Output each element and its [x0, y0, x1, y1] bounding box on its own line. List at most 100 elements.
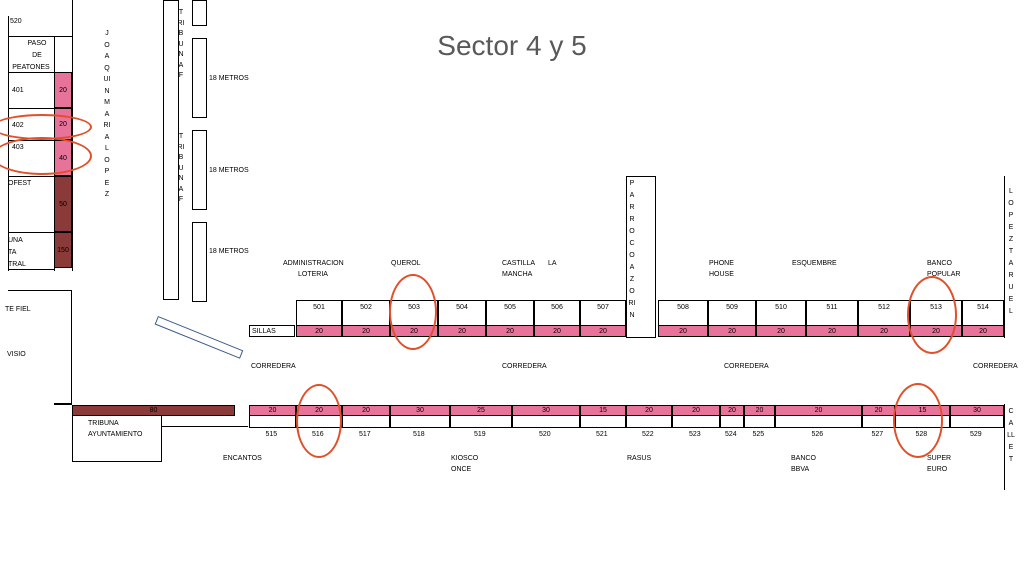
- label-kiosco: KIOSCO: [451, 455, 479, 462]
- stall-spacer: [342, 314, 390, 325]
- stall-value-una: 150: [54, 232, 72, 268]
- highlight-ring: [296, 384, 342, 458]
- corredera-label: CORREDERA: [973, 363, 1018, 370]
- stall-code-cell: 512: [858, 300, 910, 314]
- calle-label: CALLE T: [1007, 408, 1015, 463]
- tribuna-block: [192, 0, 207, 26]
- stall-spacer: [806, 314, 858, 325]
- stall-value-cell: 20: [296, 325, 342, 337]
- stall-value-cell: 20: [342, 405, 390, 416]
- label-once: ONCE: [451, 466, 472, 473]
- divider: [8, 269, 54, 270]
- highlight-ring: [907, 276, 957, 354]
- corredera-label: CORREDERA: [724, 363, 769, 370]
- corridor-box: [54, 290, 72, 404]
- stall-spacer: [962, 314, 1004, 325]
- label-castilla: CASTILLA: [502, 260, 536, 267]
- stall-code: 522: [642, 431, 654, 438]
- stall-value-cell: 15: [580, 405, 626, 416]
- stall-value-cell: 20: [720, 405, 744, 416]
- label-house: HOUSE: [709, 271, 734, 278]
- stall-code-cell: 508: [658, 300, 708, 314]
- stall-code-cell: 501: [296, 300, 342, 314]
- divider: [296, 300, 626, 301]
- divider: [162, 426, 248, 427]
- label-rasus: RASUS: [627, 455, 652, 462]
- stall-value-cell: 20: [672, 405, 720, 416]
- label-la: LA: [548, 260, 557, 267]
- stall-value-cell: 20: [858, 325, 910, 337]
- stall-value-cell: 20: [486, 325, 534, 337]
- stall-spacer: [658, 314, 708, 325]
- stall-code: 517: [359, 431, 371, 438]
- stall-code-ofest: OFEST: [8, 180, 32, 187]
- divider: [1004, 176, 1005, 338]
- sillas-box: [249, 325, 295, 337]
- stall-value-cell: 20: [756, 325, 806, 337]
- label-ayuntamiento: AYUNTAMIENTO: [88, 431, 143, 438]
- label-banco: BANCO: [927, 260, 952, 267]
- stall-spacer: [249, 416, 296, 428]
- tral-label: TRAL: [8, 261, 26, 268]
- label-banco-bbva: BANCO: [791, 455, 816, 462]
- stall-spacer: [744, 416, 775, 428]
- divider: [249, 427, 1004, 428]
- stall-value-cell: 20: [806, 325, 858, 337]
- stall-value-cell: 25: [450, 405, 512, 416]
- divider: [8, 232, 72, 233]
- stall-code: 527: [871, 431, 884, 438]
- stall-code-cell: 510: [756, 300, 806, 314]
- stall-code-cell: 502: [342, 300, 390, 314]
- stall-code: 529: [970, 431, 982, 438]
- stall-code: 520: [539, 431, 551, 438]
- stall-code-cell: 514: [962, 300, 1004, 314]
- stall-value-cell: 20: [626, 405, 672, 416]
- divider: [54, 404, 72, 405]
- divider: [8, 176, 72, 177]
- page-title: Sector 4 y 5: [437, 30, 587, 61]
- stall-spacer: [390, 416, 450, 428]
- label-super: SUPER: [927, 455, 952, 462]
- tribuna-f-label: TRIBUNA F: [177, 9, 185, 79]
- stall-value-cell: 20: [862, 405, 895, 416]
- stall-value-cell: 30: [950, 405, 1004, 416]
- stall-spacer: [626, 416, 672, 428]
- stall-spacer: [720, 416, 744, 428]
- label-encantos: ENCANTOS: [223, 455, 262, 462]
- label-administracion: ADMINISTRACION: [283, 260, 344, 267]
- label-tribuna: TRIBUNA: [88, 420, 119, 427]
- label-querol: QUEROL: [391, 260, 421, 267]
- stall-spacer: [672, 416, 720, 428]
- stall-code: 521: [596, 431, 608, 438]
- label-euro: EURO: [927, 466, 948, 473]
- stall-code: 525: [752, 431, 765, 438]
- top-code-label: 520: [10, 18, 22, 25]
- stall-spacer: [756, 314, 806, 325]
- stall-value-cell: 20: [342, 325, 390, 337]
- divider: [8, 290, 72, 291]
- paso-label: PASO: [27, 40, 47, 47]
- stall-value-cell: 20: [249, 405, 296, 416]
- stall-spacer: [950, 416, 1004, 428]
- stall-value-cell: 20: [708, 325, 756, 337]
- tribuna-strip: [163, 0, 179, 300]
- parroco-column: [626, 176, 656, 338]
- label-esquembre: ESQUEMBRE: [792, 260, 837, 267]
- stall-value-ofest: 50: [54, 176, 72, 232]
- stall-value-cell: 20: [438, 325, 486, 337]
- stall-code-cell: 505: [486, 300, 534, 314]
- lopez-taruel-label: LOPEZ TARUEL: [1008, 188, 1014, 315]
- stall-value-cell: 20: [775, 405, 862, 416]
- stall-spacer: [534, 314, 580, 325]
- corredera-label: CORREDERA: [251, 363, 296, 370]
- tribuna-block: [192, 222, 207, 302]
- corredera-label: CORREDERA: [502, 363, 547, 370]
- stall-spacer: [342, 416, 390, 428]
- stall-value-80: 80: [72, 405, 235, 416]
- stall-value-cell: 30: [390, 405, 450, 416]
- metros-label: 18 METROS: [209, 167, 249, 174]
- metros-label: 18 METROS: [209, 248, 249, 255]
- stall-spacer: [580, 314, 626, 325]
- label-popular: POPULAR: [927, 271, 961, 278]
